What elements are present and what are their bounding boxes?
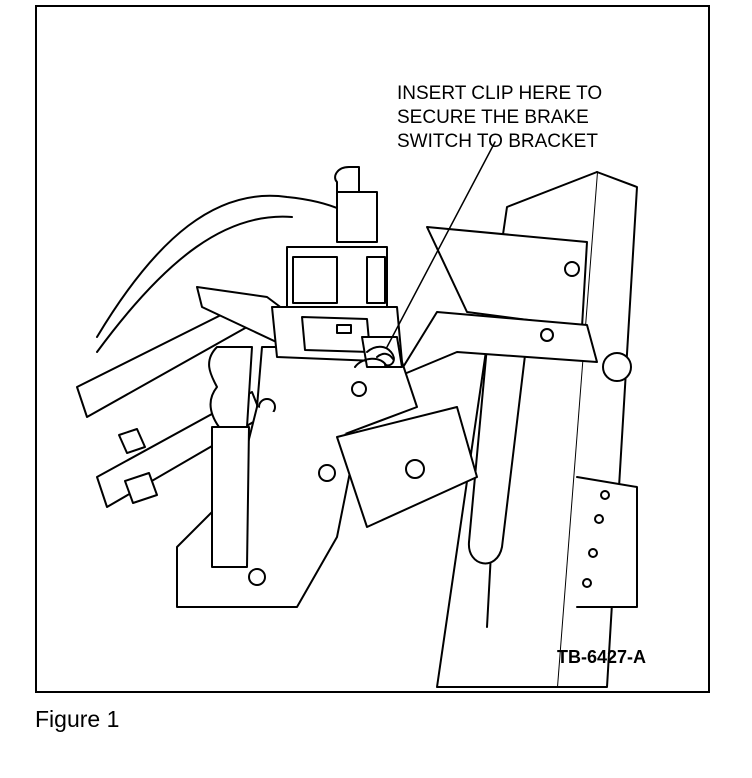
callout-line-3: SWITCH TO BRACKET (397, 131, 598, 152)
callout-leader-line (386, 141, 496, 348)
plate-hole (582, 578, 592, 588)
callout-line-1: INSERT CLIP HERE TO (397, 83, 603, 104)
plate-hole (594, 514, 604, 524)
figure-frame: INSERT CLIP HERE TO SECURE THE BRAKE SWI… (35, 5, 710, 693)
retaining-clip (354, 345, 395, 368)
plate-hole (588, 548, 598, 558)
brake-switch-illustration (76, 141, 638, 688)
nuts (118, 352, 632, 504)
figure-code: TB-6427-A (557, 647, 647, 667)
figure-caption: Figure 1 (35, 706, 120, 732)
mounting-plate (576, 476, 638, 608)
plate-hole (600, 490, 610, 500)
clip-callout: INSERT CLIP HERE TO SECURE THE BRAKE SWI… (397, 82, 602, 154)
brake-switch (271, 166, 403, 368)
callout-line-2: SECURE THE BRAKE (397, 107, 589, 128)
